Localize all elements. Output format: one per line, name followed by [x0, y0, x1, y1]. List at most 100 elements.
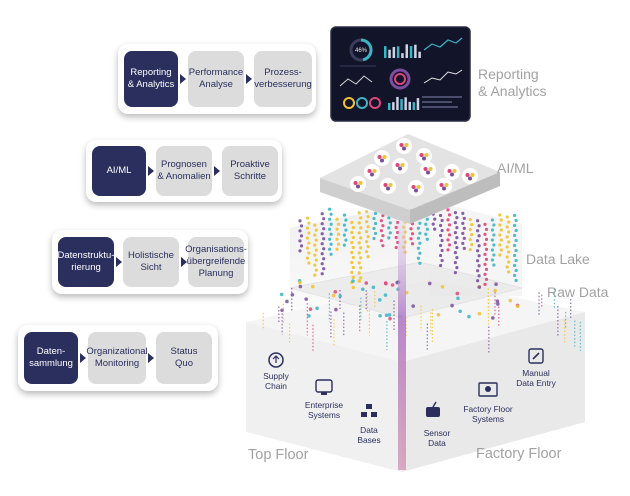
data-beam — [398, 222, 406, 470]
data-dot — [307, 241, 311, 245]
data-dot — [490, 238, 494, 242]
data-dot — [513, 243, 517, 248]
data-dot — [455, 236, 459, 240]
data-dot — [513, 273, 517, 278]
dashboard-content: 46% — [339, 37, 463, 110]
data-dot — [484, 247, 489, 251]
data-dot — [335, 217, 339, 221]
data-dot — [446, 208, 450, 212]
raw-dot — [338, 294, 342, 298]
chip-reporting-analytics[interactable]: Reporting & Analytics — [124, 51, 178, 107]
data-dot — [498, 223, 502, 227]
data-dot — [328, 217, 332, 221]
data-dot — [461, 211, 465, 215]
data-dot — [320, 272, 324, 276]
data-dot — [477, 264, 481, 268]
data-dot — [490, 258, 494, 262]
data-dot — [379, 219, 383, 223]
ai-bubble — [436, 178, 452, 194]
data-dot — [477, 244, 481, 248]
data-dot — [514, 258, 518, 263]
arrow-icon — [80, 353, 86, 363]
data-dot — [322, 217, 326, 221]
data-dot — [394, 235, 398, 240]
data-dot — [505, 225, 509, 229]
data-dot — [373, 221, 378, 226]
data-dot — [298, 229, 302, 233]
row-datensammlung: Daten- sammlung Organizational Monitorin… — [18, 325, 218, 391]
data-dot — [307, 221, 311, 225]
data-dot — [328, 237, 332, 241]
ai-bubble — [420, 162, 436, 178]
raw-dot — [333, 290, 338, 294]
chip-organisationsuebergreifende-planung[interactable]: Organisations- übergreifende Planung — [185, 237, 247, 287]
data-dot — [359, 256, 363, 260]
sensor-data-icon — [426, 401, 440, 417]
data-dot — [440, 258, 444, 263]
aiml-plate-left — [320, 178, 410, 224]
raw-dot — [377, 298, 382, 302]
data-dot — [313, 243, 317, 247]
dashboard-bar — [396, 46, 400, 58]
data-dot — [513, 223, 517, 228]
dashboard-bar — [388, 49, 391, 58]
raw-dot — [364, 281, 369, 285]
chip-datenstrukturierung[interactable]: Datenstruktu- rierung — [57, 237, 115, 287]
raw-dot — [493, 288, 497, 293]
chip-organizational-monitoring[interactable]: Organizational Monitoring — [86, 332, 148, 384]
data-dot — [477, 234, 481, 238]
chip-prozessverbesserung[interactable]: Prozess- verbesserung — [254, 51, 312, 107]
chip-performance-analyse[interactable]: Performance Analyse — [188, 51, 244, 107]
row-datenstrukturierung: Datenstruktu- rierung Holistische Sicht … — [52, 230, 248, 294]
data-dot — [320, 222, 324, 226]
raw-dot — [456, 296, 460, 301]
data-dot — [305, 256, 309, 260]
data-dot — [313, 273, 317, 277]
data-dot — [328, 247, 332, 251]
data-dot — [462, 246, 466, 250]
chip-prognosen-anomalien[interactable]: Prognosen & Anomalien — [156, 146, 212, 196]
data-dot — [447, 213, 452, 217]
data-dot — [490, 228, 494, 232]
data-dot — [453, 251, 457, 255]
data-dot — [514, 228, 518, 233]
chip-aiml[interactable]: AI/ML — [92, 146, 146, 196]
row-aiml: AI/ML Prognosen & Anomalien Proaktive Sc… — [86, 140, 282, 202]
data-dot — [514, 268, 518, 273]
data-dot — [476, 239, 480, 243]
raw-dot — [304, 297, 308, 301]
chip-status-quo[interactable]: Status Quo — [156, 332, 212, 384]
data-dot — [468, 227, 472, 232]
chip-datensammlung[interactable]: Daten- sammlung — [24, 332, 78, 384]
dashboard-bar — [396, 96, 399, 110]
data-dot — [381, 224, 385, 228]
raw-dot — [477, 285, 482, 289]
data-dot — [462, 216, 466, 220]
data-dot — [455, 246, 459, 250]
data-dot — [439, 253, 443, 258]
data-dot — [424, 222, 428, 226]
data-dot — [410, 242, 415, 246]
data-dot — [416, 236, 420, 240]
raw-dot — [334, 307, 338, 312]
chip-holistische-sicht[interactable]: Holistische Sicht — [123, 237, 179, 287]
data-dot — [335, 247, 339, 251]
data-dot — [329, 212, 333, 216]
data-dot — [498, 233, 502, 237]
raw-dot — [308, 307, 313, 311]
dashboard-bar — [412, 102, 416, 110]
data-dot — [453, 271, 457, 275]
data-dot — [372, 216, 376, 221]
data-dot — [350, 220, 354, 225]
data-dot — [446, 228, 450, 232]
data-dot — [344, 238, 348, 242]
aiml-plate-right — [410, 172, 500, 224]
chip-proaktive-schritte[interactable]: Proaktive Schritte — [222, 146, 278, 196]
data-dot — [387, 236, 391, 240]
ai-bubble — [462, 168, 478, 184]
data-dot — [440, 238, 444, 243]
data-dot — [468, 237, 472, 242]
data-dot — [322, 227, 326, 231]
